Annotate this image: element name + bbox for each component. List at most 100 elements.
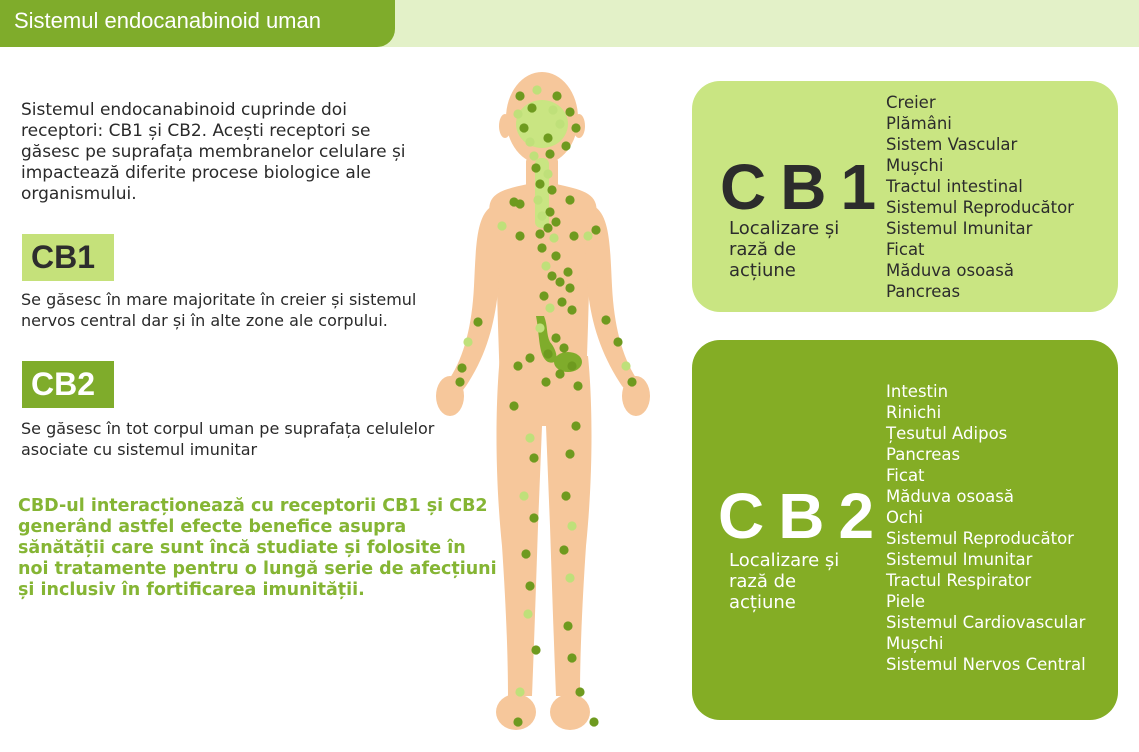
cb1-badge: CB1 [22, 234, 114, 281]
list-item: Creier [886, 93, 936, 112]
receptor-dot [601, 315, 611, 325]
receptor-dot [543, 349, 553, 359]
list-item: Țesutul Adipos [886, 424, 1008, 443]
receptor-dot [547, 271, 557, 281]
receptor-dot [565, 107, 575, 117]
receptor-dot [549, 233, 559, 243]
receptor-dot [525, 581, 535, 591]
list-item: Tractul intestinal [886, 177, 1023, 196]
receptor-dot [531, 163, 541, 173]
list-item: Sistemul Nervos Central [886, 655, 1086, 674]
receptor-dot [561, 141, 571, 151]
receptor-dot [537, 243, 547, 253]
receptor-dot [627, 377, 637, 387]
list-item: Măduva osoasă [886, 261, 1015, 280]
receptor-dot [457, 363, 467, 373]
list-item: Mușchi [886, 156, 944, 175]
receptor-dot [541, 261, 551, 271]
intestine-icon [554, 352, 582, 372]
receptor-dot [521, 549, 531, 559]
receptor-dot [543, 223, 553, 233]
list-item: Pancreas [886, 445, 961, 464]
receptor-dot [571, 421, 581, 431]
receptor-dot [557, 297, 567, 307]
receptor-dot [543, 133, 553, 143]
receptor-dot [515, 687, 525, 697]
cb1-badge-label: CB1 [31, 239, 96, 275]
receptor-dot [525, 433, 535, 443]
receptor-dot [559, 545, 569, 555]
receptor-dot [529, 513, 539, 523]
receptor-dot [513, 717, 523, 727]
receptor-dot [561, 491, 571, 501]
cb1-card-subtitle: Localizare și rază de acțiune [729, 218, 840, 281]
receptor-dot [523, 609, 533, 619]
receptor-dot [541, 377, 551, 387]
list-item: Sistemul Reproducător [886, 529, 1074, 548]
receptor-dot [535, 179, 545, 189]
receptor-dot [567, 521, 577, 531]
receptor-dot [551, 251, 561, 261]
receptor-dot [559, 343, 569, 353]
receptor-dot [519, 491, 529, 501]
receptor-dot [463, 337, 473, 347]
receptor-dot [535, 229, 545, 239]
cb2-card-title: CB2 [718, 480, 889, 552]
receptor-dot [513, 361, 523, 371]
receptor-dot [567, 361, 577, 371]
receptor-dot [573, 381, 583, 391]
receptor-dot [565, 449, 575, 459]
receptor-dot [569, 231, 579, 241]
list-item: Pancreas [886, 282, 961, 301]
receptor-dot [565, 283, 575, 293]
receptor-dot [571, 123, 581, 133]
receptor-dot [547, 185, 557, 195]
receptor-dot [567, 653, 577, 663]
receptor-dot [589, 717, 599, 727]
receptor-dot [545, 149, 555, 159]
header-tab: Sistemul endocanabinoid uman [0, 0, 395, 47]
human-body-illustration [436, 72, 650, 730]
cb1-card: CB1 Localizare și rază de acțiune Creier… [692, 81, 1118, 312]
list-item: Intestin [886, 382, 949, 401]
receptor-dot [591, 225, 601, 235]
receptor-dot [525, 353, 535, 363]
receptor-dot [525, 137, 535, 147]
receptor-dot [527, 103, 537, 113]
cbd-statement: CBD-ul interacționează cu receptorii CB1… [18, 496, 497, 600]
receptor-dot [567, 305, 577, 315]
receptor-dot [539, 291, 549, 301]
list-item: Măduva osoasă [886, 487, 1015, 506]
receptor-dot [613, 337, 623, 347]
cb1-card-title: CB1 [720, 151, 891, 223]
receptor-dot [455, 377, 465, 387]
list-item: Mușchi [886, 634, 944, 653]
receptor-dot [555, 369, 565, 379]
receptor-dots [455, 85, 637, 727]
receptor-dot [529, 151, 539, 161]
list-item: Ficat [886, 466, 925, 485]
receptor-dot [563, 621, 573, 631]
receptor-dot [565, 195, 575, 205]
list-item: Rinichi [886, 403, 942, 422]
receptor-dot [545, 207, 555, 217]
list-item: Sistemul Imunitar [886, 550, 1033, 569]
list-item: Ficat [886, 240, 925, 259]
receptor-dot [565, 573, 575, 583]
receptor-dot [543, 169, 553, 179]
list-item: Sistem Vascular [886, 135, 1018, 154]
receptor-dot [497, 221, 507, 231]
receptor-dot [545, 303, 555, 313]
receptor-dot [532, 85, 542, 95]
receptor-dot [535, 323, 545, 333]
receptor-dot [621, 361, 631, 371]
cb2-card: CB2 Localizare și rază de acțiune Intest… [692, 340, 1118, 720]
cb1-location-list: Creier Plămâni Sistem Vascular Mușchi Tr… [886, 92, 1074, 302]
cb1-description: Se găsesc în mare majoritate în creier ș… [21, 290, 417, 330]
receptor-dot [529, 453, 539, 463]
receptor-dot [519, 123, 529, 133]
receptor-dot [473, 317, 483, 327]
receptor-dot [555, 277, 565, 287]
list-item: Piele [886, 592, 926, 611]
cb2-badge: CB2 [22, 361, 114, 408]
